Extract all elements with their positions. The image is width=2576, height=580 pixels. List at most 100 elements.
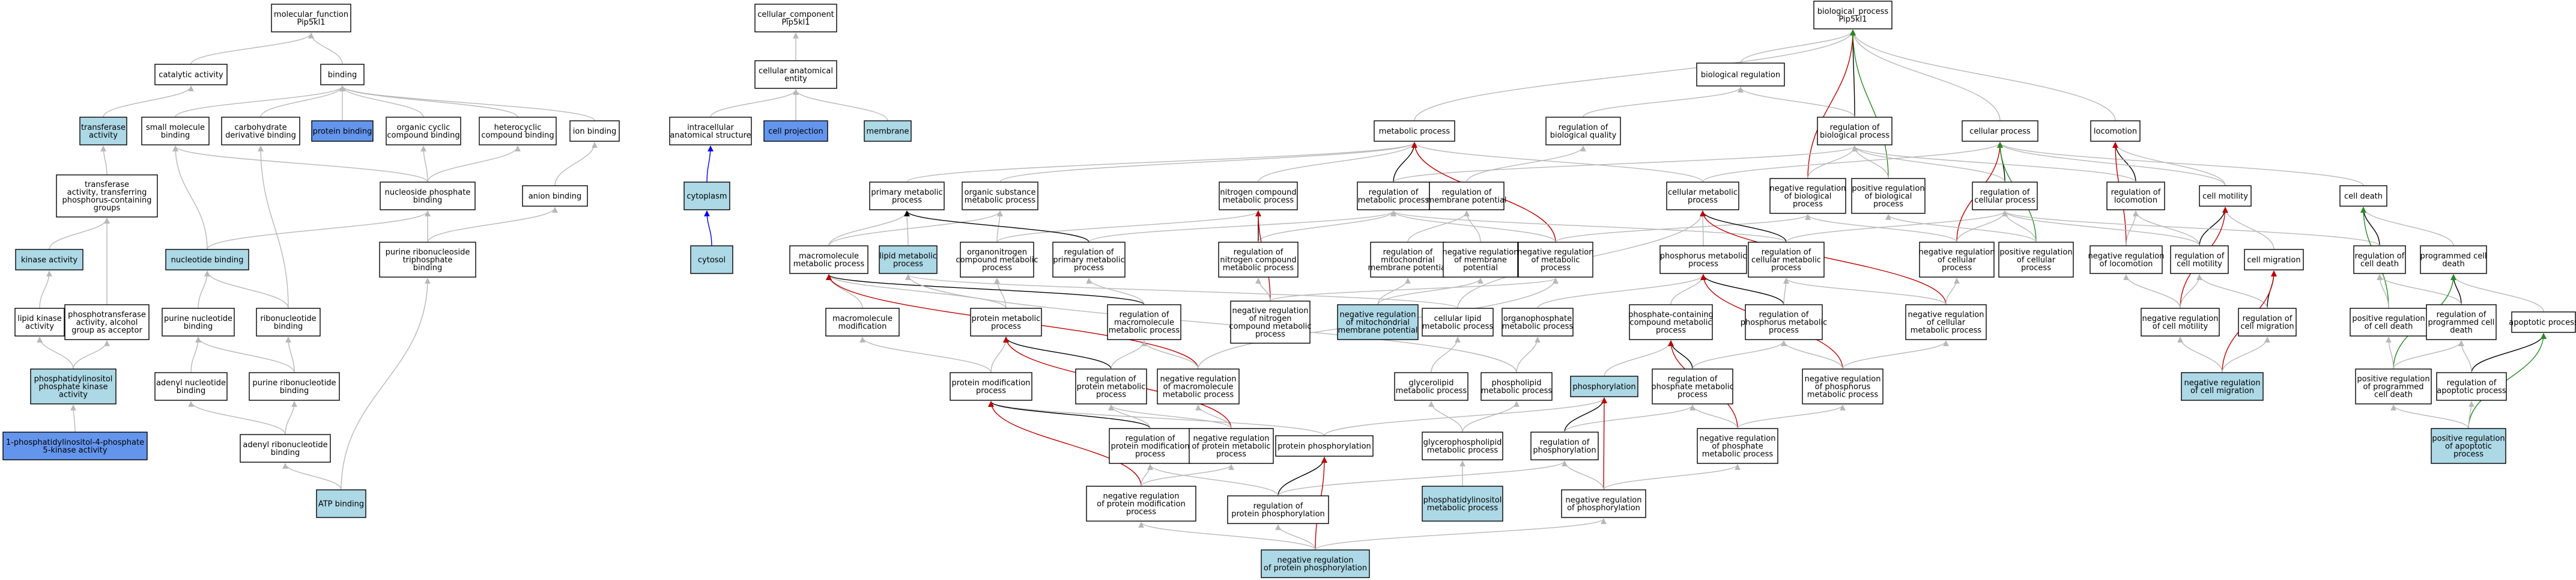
go-term-node-cellproc[interactable]: cellular process [1962,120,2038,142]
go-term-node-apop[interactable]: apoptotic process [2509,311,2576,333]
go-term-node-anionb[interactable]: anion binding [522,185,588,207]
go-term-node-binding[interactable]: binding [320,64,365,85]
go-term-node-ionb[interactable]: ion binding [569,120,620,142]
go-term-node-locom[interactable]: locomotion [2090,120,2141,142]
go-term-node-ntb[interactable]: nucleotide binding [165,249,249,270]
go-term-node-cytosol[interactable]: cytosol [690,245,733,274]
go-term-node-cellmig[interactable]: cell migration [2244,249,2304,270]
go-term-node-kinase[interactable]: kinase activity [15,249,83,270]
go-term-node-atpb[interactable]: ATP binding [316,489,366,518]
go-term-node-protphos[interactable]: protein phosphorylation [1275,435,1374,457]
go-term-node-cellmot[interactable]: cell motility [2199,185,2252,207]
go-term-node-cellproj[interactable]: cell projection [763,120,828,142]
go-term-node-phosphorylation[interactable]: phosphorylation [1570,376,1638,397]
go-term-node-protbind[interactable]: protein binding [311,120,374,142]
go-term-node-metab[interactable]: metabolic process [1374,120,1455,142]
go-term-node-pi4p5k[interactable]: 1-phosphatidylinositol-4-phosphate5-kina… [2,432,148,460]
go-term-node-cytoplasm[interactable]: cytoplasm [683,182,730,210]
go-term-node-celldeath[interactable]: cell death [2339,185,2387,207]
go-term-node-bioreg[interactable]: biological regulation [1696,63,1785,87]
go-term-node-cat[interactable]: catalytic activity [154,64,228,85]
